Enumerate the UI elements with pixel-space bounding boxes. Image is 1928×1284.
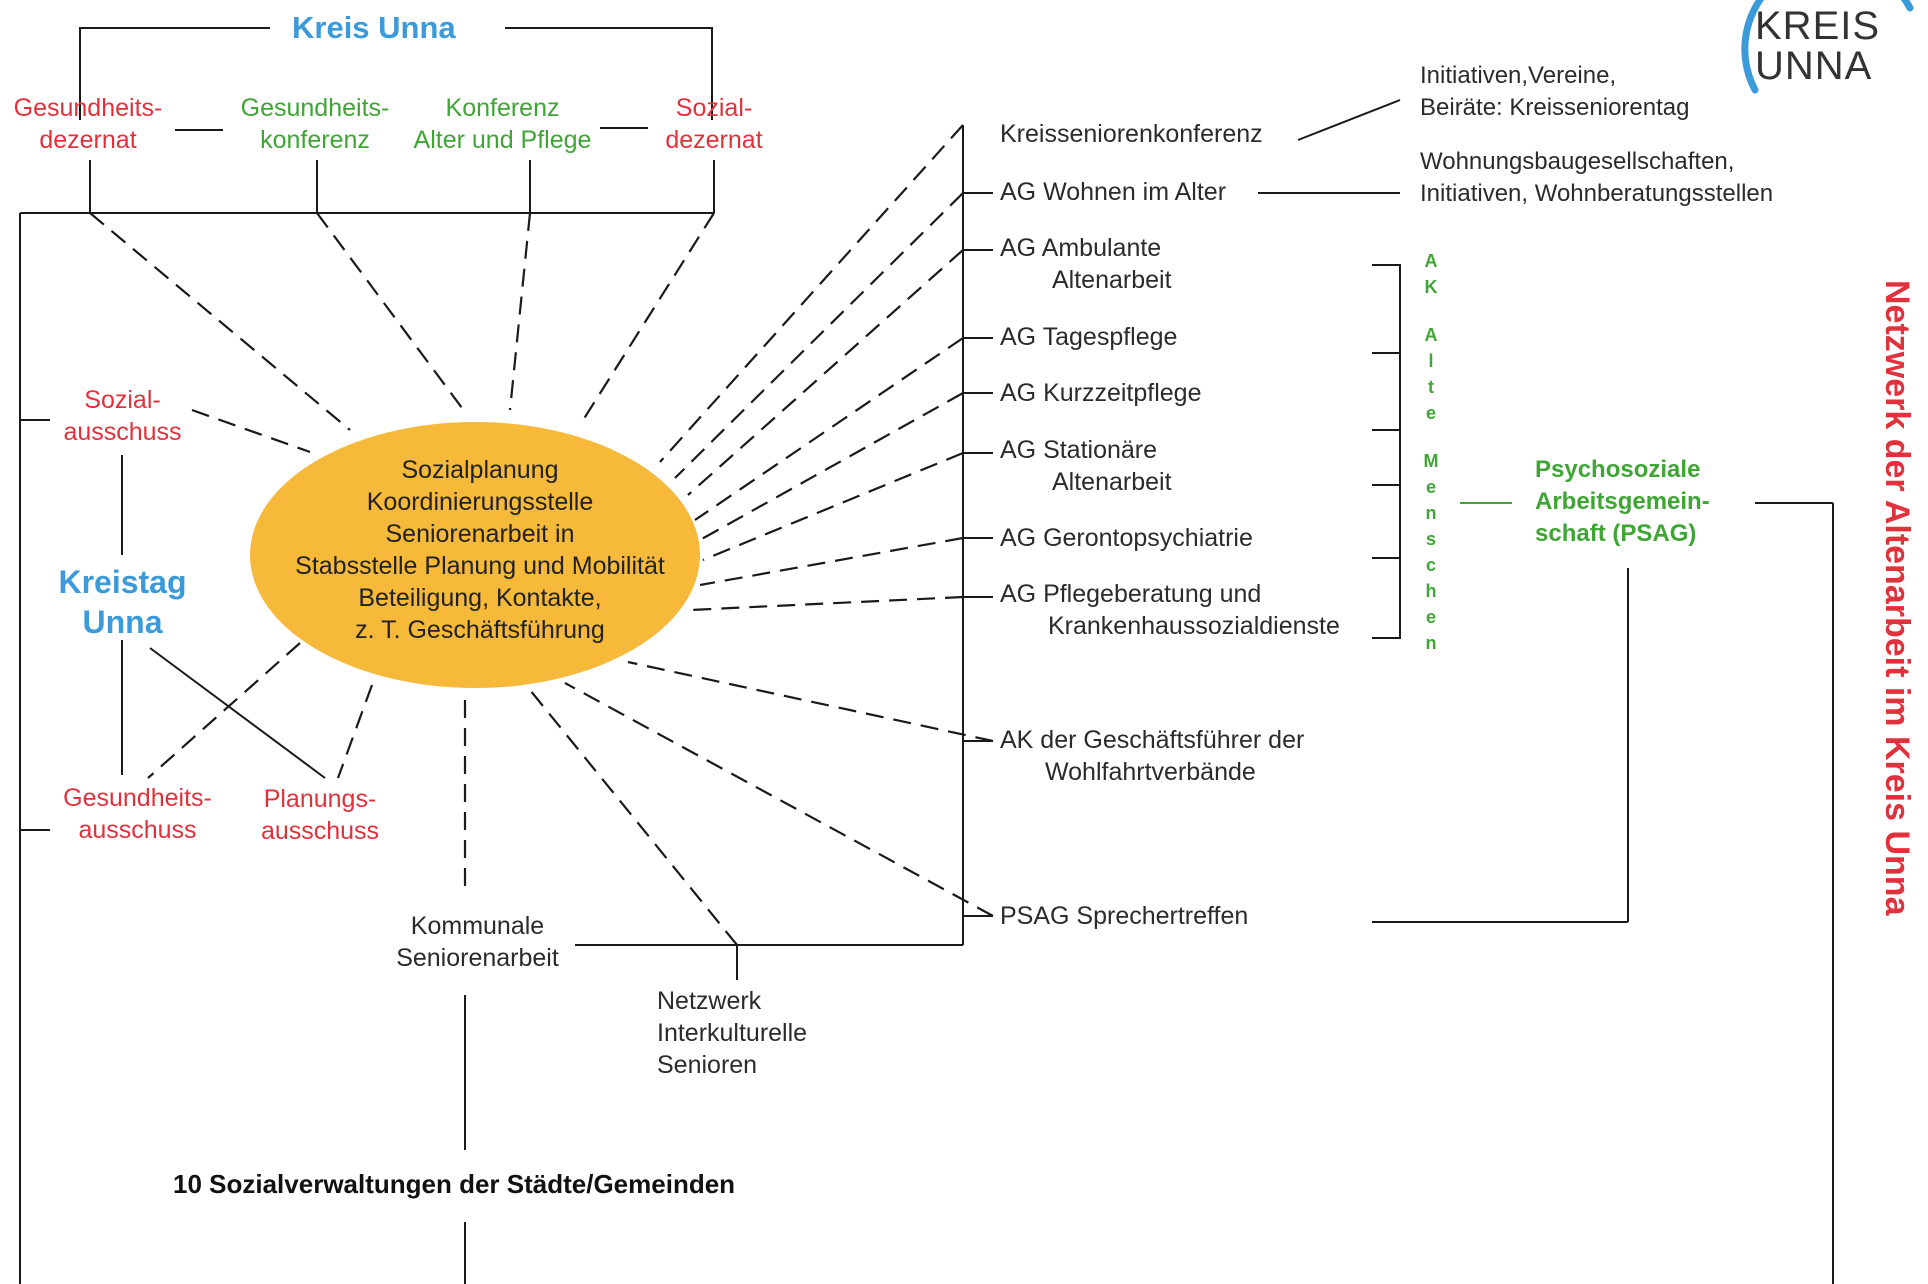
kreisseniorenkonferenz: Kreisseniorenkonferenz bbox=[1000, 120, 1263, 148]
psag-sprechertreffen: PSAG Sprechertreffen bbox=[1000, 902, 1249, 930]
gesundheitsausschuss: Gesundheits-ausschuss bbox=[63, 784, 212, 844]
gesundheitsdezernat: Gesundheits-dezernat bbox=[13, 94, 163, 154]
center-ellipse bbox=[250, 422, 700, 688]
initiativen-vereine: Initiativen,Vereine,Beiräte: Kreissenior… bbox=[1420, 62, 1690, 121]
center-text: Sozialplanung Koordinierungsstelle Senio… bbox=[295, 456, 665, 644]
side-title-netzwerk: Netzwerk der Altenarbeit im Kreis Unna bbox=[1878, 280, 1916, 916]
sozialausschuss: Sozial-ausschuss bbox=[63, 386, 182, 446]
wohnungsbaugesellschaften: Wohnungsbaugesellschaften,Initiativen, W… bbox=[1420, 148, 1774, 207]
ag-wohnen-im-alter: AG Wohnen im Alter bbox=[1000, 178, 1227, 206]
ag-kurzzeitpflege: AG Kurzzeitpflege bbox=[1000, 379, 1202, 407]
gesundheitskonferenz: Gesundheits-konferenz bbox=[240, 94, 390, 154]
logo-unna: UNNA bbox=[1755, 44, 1873, 88]
ak-alte-menschen: A K A l t e M e n s c h e n bbox=[1423, 251, 1439, 653]
kreis-unna-title: Kreis Unna bbox=[292, 10, 456, 45]
sozialdezernat: Sozial-dezernat bbox=[665, 94, 763, 154]
ag-gerontopsychiatrie: AG Gerontopsychiatrie bbox=[1000, 524, 1253, 552]
sozialverwaltungen: 10 Sozialverwaltungen der Städte/Gemeind… bbox=[173, 1169, 736, 1199]
ag-tagespflege: AG Tagespflege bbox=[1000, 323, 1178, 351]
planungsausschuss: Planungs-ausschuss bbox=[260, 785, 380, 845]
logo-kreis: KREIS bbox=[1755, 4, 1881, 48]
